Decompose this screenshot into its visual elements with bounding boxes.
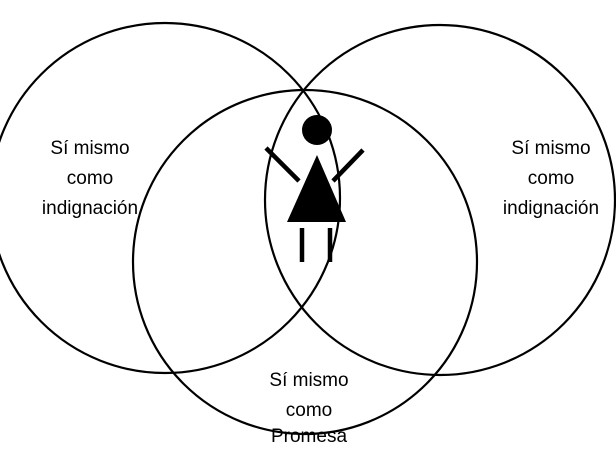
person-head [302,115,332,145]
right-label-line-1: Sí mismo [511,138,590,159]
left-label-line-2: como [67,168,113,189]
left-label-line-1: Sí mismo [50,138,129,159]
person-left-arm [264,146,301,183]
right-label-line-3: indignación [503,198,599,219]
right-circle [263,23,616,377]
person-body [287,155,346,222]
person-right-arm [331,148,365,183]
left-circle [0,21,342,375]
bottom-circle [131,88,479,436]
left-label-line-3: indignación [42,198,138,219]
bottom-label-line-1: Sí mismo [269,370,348,391]
right-label-line-2: como [528,168,574,189]
bottom-label-line-2: como [286,400,332,421]
bottom-circle-label: Sí mismo como Promesa [269,370,348,447]
bottom-label-line-3: Promesa [271,426,347,447]
person-arms-raised-icon [264,115,365,262]
left-circle-label: Sí mismo como indignación [42,138,138,219]
right-circle-label: Sí mismo como indignación [503,138,599,219]
